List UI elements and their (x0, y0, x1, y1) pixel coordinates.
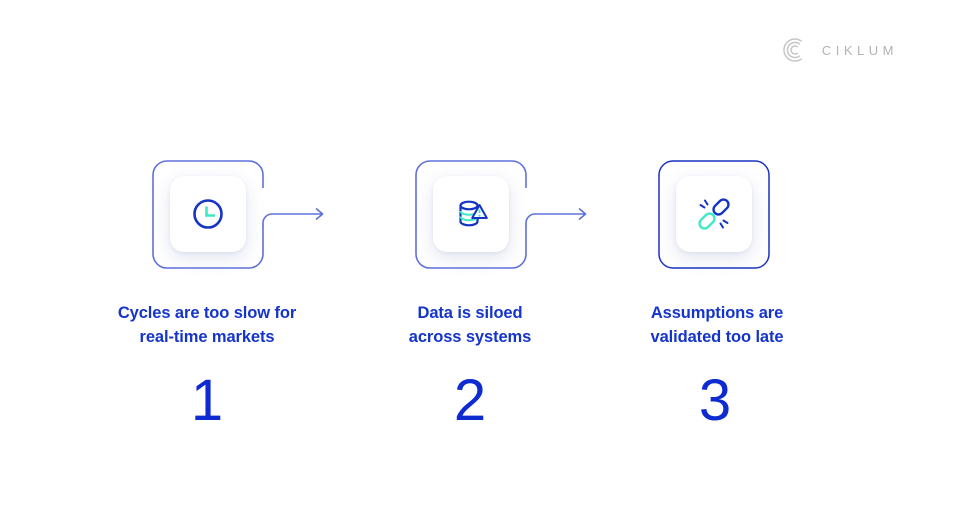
step-1-label: Cycles are too slow for real-time market… (77, 301, 337, 349)
step-3-number: 3 (698, 368, 732, 433)
step-2-figure (415, 160, 601, 272)
broken-link-icon (698, 198, 730, 230)
icon-card (676, 176, 752, 252)
brand-name: CIKLUM (821, 42, 898, 58)
icon-card (170, 176, 246, 252)
icon-card (433, 176, 509, 252)
step-3-figure (658, 160, 844, 272)
database-warning-icon (459, 200, 488, 227)
step-1-number: 1 (190, 368, 224, 433)
ciklum-logo-icon (783, 38, 802, 62)
card-outline (152, 160, 264, 269)
step-3-label-line1: Assumptions are (650, 304, 784, 322)
step-1-label-line1: Cycles are too slow for (117, 304, 297, 322)
connector-arrow (525, 207, 587, 226)
connector-arrow (262, 207, 324, 226)
step-2-outline (415, 160, 587, 269)
step-3-label-line2: validated too late (650, 328, 784, 346)
step-2-label: Data is siloed across systems (340, 301, 600, 349)
step-1-outline (152, 160, 324, 269)
step-2-number: 2 (453, 368, 487, 433)
step-2-label-line1: Data is siloed (417, 304, 523, 322)
card-outline (415, 160, 527, 269)
step-3-label: Assumptions are validated too late (587, 301, 847, 349)
brand-logo: CIKLUM (781, 36, 898, 64)
clock-icon (193, 199, 223, 229)
step-1-label-line2: real-time markets (139, 328, 275, 346)
step-2-label-line2: across systems (408, 328, 532, 346)
step-1-figure (152, 160, 338, 272)
step-3-outline (658, 160, 770, 269)
card-outline (658, 160, 770, 269)
